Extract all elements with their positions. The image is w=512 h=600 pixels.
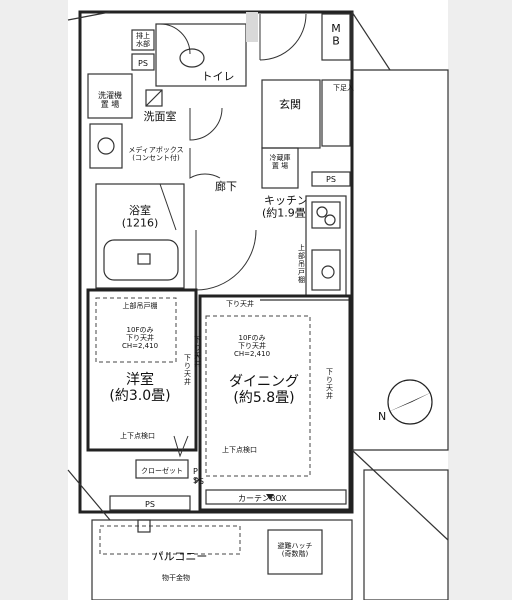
reizouko-label: 冷蔵庫置 場 (270, 153, 291, 170)
toilet-bowl-icon (179, 48, 205, 68)
entrance-door (259, 13, 307, 61)
toilet-label: トイレ (202, 70, 235, 83)
neighbor-box (363, 469, 449, 600)
burner2-icon (324, 214, 336, 226)
kitchen-label: キッチン(約1.9畳) (262, 194, 310, 220)
drain-icon (137, 519, 151, 533)
sagari-tenjo-w-label: 下り天井 (184, 354, 191, 386)
ps-toilet-label: PS (138, 59, 148, 68)
getabako (321, 79, 351, 147)
ps-toilet-box (131, 53, 155, 71)
basin-bowl-icon (97, 137, 115, 155)
neighbor-diag2 (351, 449, 449, 541)
balcony-label: バルコニー (153, 550, 208, 563)
dining-label: ダイニング(約5.8畳) (229, 374, 299, 406)
sagari-tenjo-d-label: 下り天井 (326, 368, 333, 400)
closet-label: クローゼット (141, 466, 183, 475)
sagari-tenjo-d2-label: 下り天井 (194, 336, 201, 368)
neighbor-diag (351, 11, 391, 71)
mb-closet (321, 13, 351, 61)
genkan-area (261, 79, 321, 149)
uwabu-todana-w-label: 上部吊戸棚 (123, 301, 158, 310)
washroom-door (189, 107, 223, 141)
uwabu-todana-k-label: 上部吊戸棚 (298, 243, 305, 284)
neighbor-outline (351, 12, 449, 451)
youshitsu-door (173, 435, 189, 458)
compass-icon: N (378, 379, 433, 425)
sink-drain-icon (321, 265, 335, 279)
compass-n-label: N (378, 410, 386, 423)
laundry-space (87, 73, 133, 119)
vent-icon (145, 89, 163, 107)
setsubi-box (131, 29, 155, 51)
fridge-space (261, 147, 299, 189)
outer-wall (78, 10, 354, 514)
genkan-label: 玄関 (279, 97, 301, 111)
hinan-label: 避難ハッチ(奇数階) (278, 541, 313, 558)
corridor-door-upper (189, 148, 221, 179)
sagari-tenjo-label: 下り天井 (226, 299, 254, 308)
toilet-door (159, 23, 191, 55)
setsubi-label: 排上水部 (136, 31, 150, 48)
vent-diag (145, 89, 163, 107)
ceiling-drop-w (95, 297, 177, 363)
ceiling-drop-d (205, 315, 311, 477)
youshitsu-label: 洋室(約3.0畳) (109, 371, 170, 404)
bathroom (95, 183, 185, 289)
corridor-door-lower (195, 229, 257, 291)
left-margin (0, 0, 68, 600)
hinan-box (267, 529, 323, 575)
youshitsu-room (86, 288, 198, 452)
toilet-room (155, 23, 247, 87)
closet (135, 459, 189, 479)
ps-kitchen-label: PS (326, 175, 336, 184)
burner-icon (316, 206, 328, 218)
corner-lines (67, 11, 111, 521)
laundry-label: 洗濯機置 場 (98, 90, 122, 109)
jouge-ten2-label: 上下点検口 (222, 445, 257, 454)
yokushitsu-label: 浴室(1216) (122, 203, 159, 230)
right-margin (448, 0, 512, 600)
tub-drain-icon (137, 253, 151, 265)
monohoshi-label: 物干金物 (162, 573, 190, 582)
balcony-rail (99, 525, 241, 555)
ps-bottom-box (109, 495, 191, 511)
bath-door (159, 183, 177, 231)
jouge-ten1-label: 上下点検口 (120, 431, 155, 440)
rouka-label: 廊下 (215, 179, 237, 193)
door-frame (246, 12, 258, 42)
ps-dining-label: PS (194, 477, 204, 486)
balcony (91, 519, 353, 600)
curtain-box-label: カーテンBOX (238, 494, 287, 503)
arrow-down-icon (266, 494, 274, 500)
getabako-label: 下足入 (333, 84, 354, 92)
senmen-label: 洗面室 (144, 109, 177, 123)
ps-kitchen-box (311, 171, 351, 187)
ps-bottom-label: PS (145, 500, 155, 509)
dining-room (198, 294, 352, 512)
media-box-label: メディアボックス(コンセント付) (128, 145, 183, 162)
curtain-box (205, 489, 347, 505)
